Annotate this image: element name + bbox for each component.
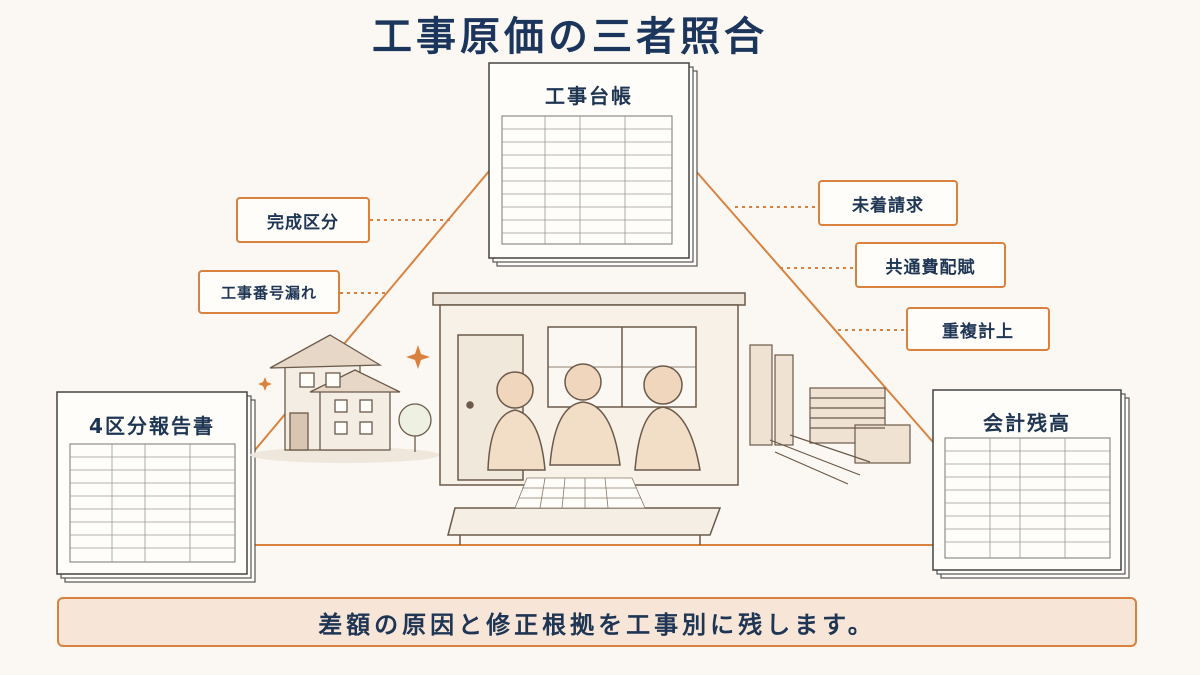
blueprint-sheet — [514, 477, 646, 509]
leader-lines — [340, 206, 906, 331]
balance-document — [932, 389, 1130, 579]
page-title: 工事原価の三者照合 — [372, 14, 768, 60]
footer-banner: 差額の原因と修正根拠を工事別に残します。 — [57, 597, 1137, 647]
report-title: 4区分報告書 — [89, 414, 215, 438]
tag-missing-job-number: 工事番号漏れ — [198, 270, 340, 314]
ledger-title: 工事台帳 — [545, 84, 633, 108]
ledger-document — [488, 62, 698, 267]
people-group — [487, 363, 701, 471]
site-office-illustration — [432, 292, 746, 545]
house-illustration — [250, 334, 440, 463]
tag-unbilled-invoice: 未着請求 — [818, 180, 958, 226]
lumber-illustration — [749, 344, 911, 485]
tag-completion-category: 完成区分 — [236, 197, 370, 243]
report-document — [56, 391, 256, 583]
sparkle-icon — [258, 345, 430, 391]
balance-title: 会計残高 — [983, 411, 1071, 435]
tag-common-cost-allocation: 共通費配賦 — [855, 242, 1006, 288]
tag-duplicate-posting: 重複計上 — [906, 307, 1050, 351]
